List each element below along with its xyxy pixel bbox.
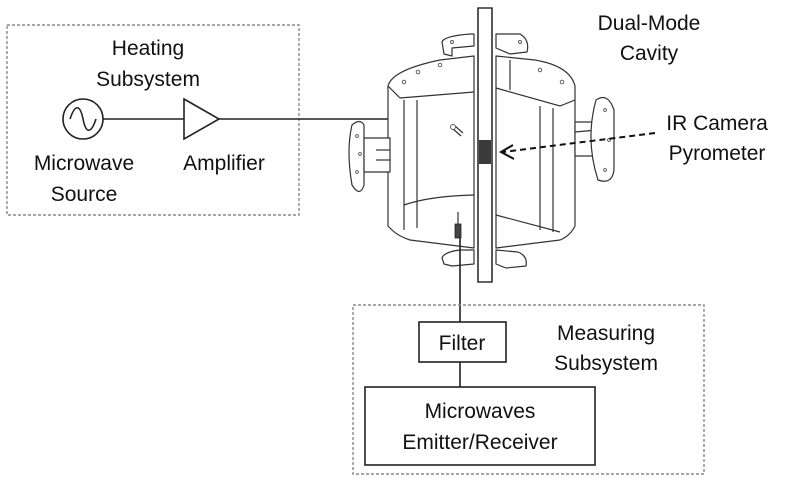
dual-mode-cavity-drawing <box>348 7 615 283</box>
ir-camera-label-1: IR Camera <box>666 112 768 135</box>
cavity-label-2: Cavity <box>620 42 679 65</box>
emitter-receiver-label-2: Emitter/Receiver <box>402 431 557 454</box>
emitter-receiver-box <box>364 386 596 466</box>
heating-subsystem-title-1: Heating <box>112 37 184 60</box>
ac-source-icon <box>62 98 104 140</box>
measuring-subsystem-box <box>352 304 705 475</box>
amplifier-triangle-icon <box>183 97 221 141</box>
heating-subsystem-box <box>6 24 300 216</box>
filter-label: Filter <box>439 332 486 355</box>
measuring-subsystem-title-1: Measuring <box>557 322 655 345</box>
cavity-label-1: Dual-Mode <box>598 12 701 35</box>
emitter-receiver-label-1: Microwaves <box>425 400 536 423</box>
measuring-subsystem-title-2: Subsystem <box>554 352 658 375</box>
sample-block <box>479 140 491 164</box>
dashed-arrow-left-icon <box>498 132 656 160</box>
filter-box <box>418 321 507 363</box>
amplifier-label: Amplifier <box>183 152 265 175</box>
ir-camera-label-2: Pyrometer <box>669 142 766 165</box>
microwave-source-label-2: Source <box>51 183 118 206</box>
heating-subsystem-title-2: Subsystem <box>96 68 200 91</box>
microwave-source-label-1: Microwave <box>34 152 134 175</box>
